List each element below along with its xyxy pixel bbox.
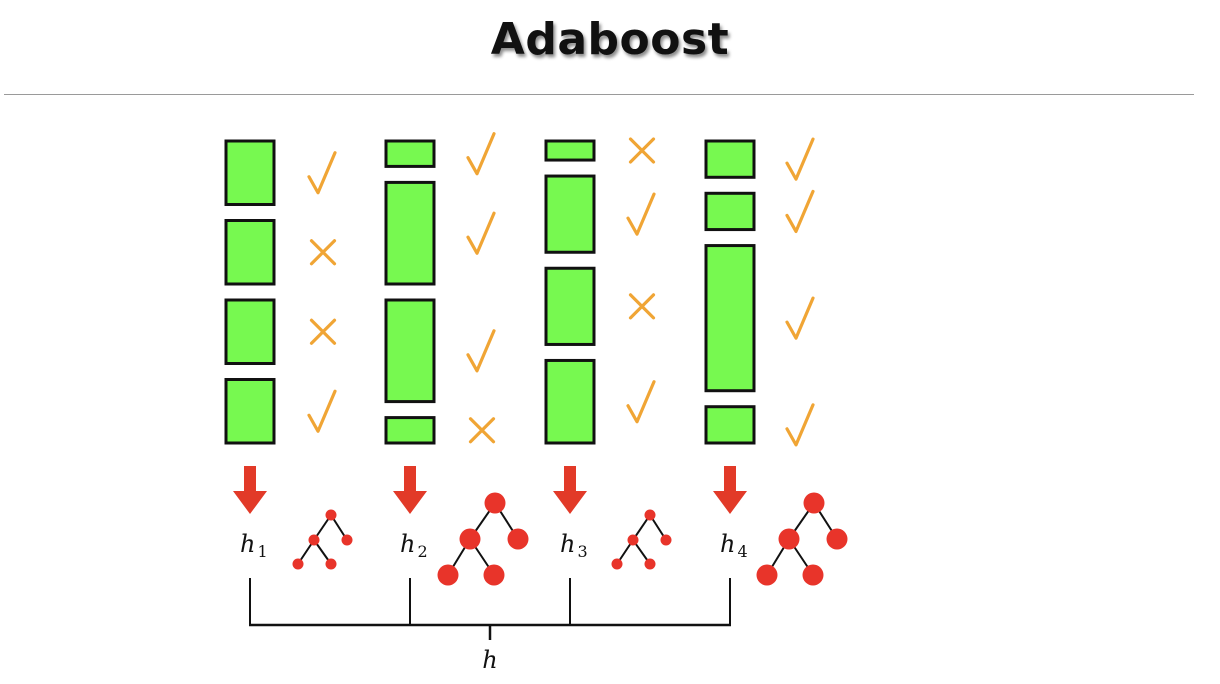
hypothesis-subscript: 4 <box>737 542 747 561</box>
tree-node <box>459 528 481 550</box>
tree-node <box>341 534 353 546</box>
tree-node <box>803 492 825 514</box>
checkmark-icon <box>626 192 656 236</box>
checkmark-icon <box>626 380 656 424</box>
checkmark-icon <box>466 211 496 255</box>
checkmark-icon <box>307 389 337 433</box>
checkmark-icon <box>466 329 496 373</box>
sample-bar <box>704 244 756 393</box>
hypothesis-subscript: 3 <box>577 542 587 561</box>
hypothesis-letter: h <box>240 530 255 558</box>
sample-bar <box>704 139 756 179</box>
down-arrow-icon <box>713 466 747 514</box>
checkmark-icon <box>785 403 815 447</box>
cross-icon <box>309 318 337 345</box>
tree-node <box>660 534 672 546</box>
decision-tree-icon <box>611 509 672 570</box>
tree-node <box>437 564 459 586</box>
sample-bar <box>704 405 756 445</box>
decision-tree-icon <box>437 492 529 586</box>
checkmark-icon <box>466 132 496 176</box>
checkmark-icon <box>785 296 815 340</box>
sample-bar <box>224 298 276 365</box>
checkmark-icon <box>785 137 815 181</box>
slide-title: Adaboost <box>490 14 730 65</box>
down-arrow-icon <box>233 466 267 514</box>
down-arrow-icon <box>553 466 587 514</box>
sample-bar <box>224 219 276 286</box>
hypothesis-subscript: 2 <box>417 542 427 561</box>
tree-node <box>325 558 337 570</box>
down-arrow-icon <box>393 466 427 514</box>
cross-icon <box>628 293 656 320</box>
checkmark-icon <box>307 151 337 195</box>
sample-bar <box>544 139 596 162</box>
sample-bar <box>224 139 276 206</box>
tree-node <box>778 528 800 550</box>
sample-bar <box>384 139 436 168</box>
sample-bar <box>384 416 436 445</box>
tree-node <box>756 564 778 586</box>
tree-node <box>627 534 639 546</box>
sample-bar <box>544 266 596 346</box>
tree-node <box>483 564 505 586</box>
sample-bar <box>384 180 436 286</box>
cross-icon <box>628 137 656 164</box>
checkmark-icon <box>785 189 815 234</box>
sample-bar <box>224 378 276 445</box>
sample-bar <box>704 191 756 232</box>
tree-node <box>802 564 824 586</box>
tree-node <box>507 528 529 550</box>
hypothesis-letter: h <box>560 530 575 558</box>
tree-node <box>292 558 304 570</box>
tree-node <box>484 492 506 514</box>
sample-bar <box>544 358 596 445</box>
cross-icon <box>309 239 337 266</box>
hypothesis-letter: h <box>720 530 735 558</box>
hypothesis-subscript: 1 <box>257 542 267 561</box>
decision-tree-icon <box>292 509 353 570</box>
title-divider <box>4 94 1194 95</box>
decision-tree-icon <box>756 492 848 586</box>
tree-node <box>325 509 337 521</box>
ensemble-label: h <box>482 646 497 674</box>
tree-node <box>826 528 848 550</box>
sample-bar <box>384 298 436 404</box>
tree-node <box>611 558 623 570</box>
cross-icon <box>468 417 496 444</box>
sample-bar <box>544 174 596 254</box>
hypothesis-letter: h <box>400 530 415 558</box>
tree-node <box>644 558 656 570</box>
tree-node <box>644 509 656 521</box>
tree-node <box>308 534 320 546</box>
